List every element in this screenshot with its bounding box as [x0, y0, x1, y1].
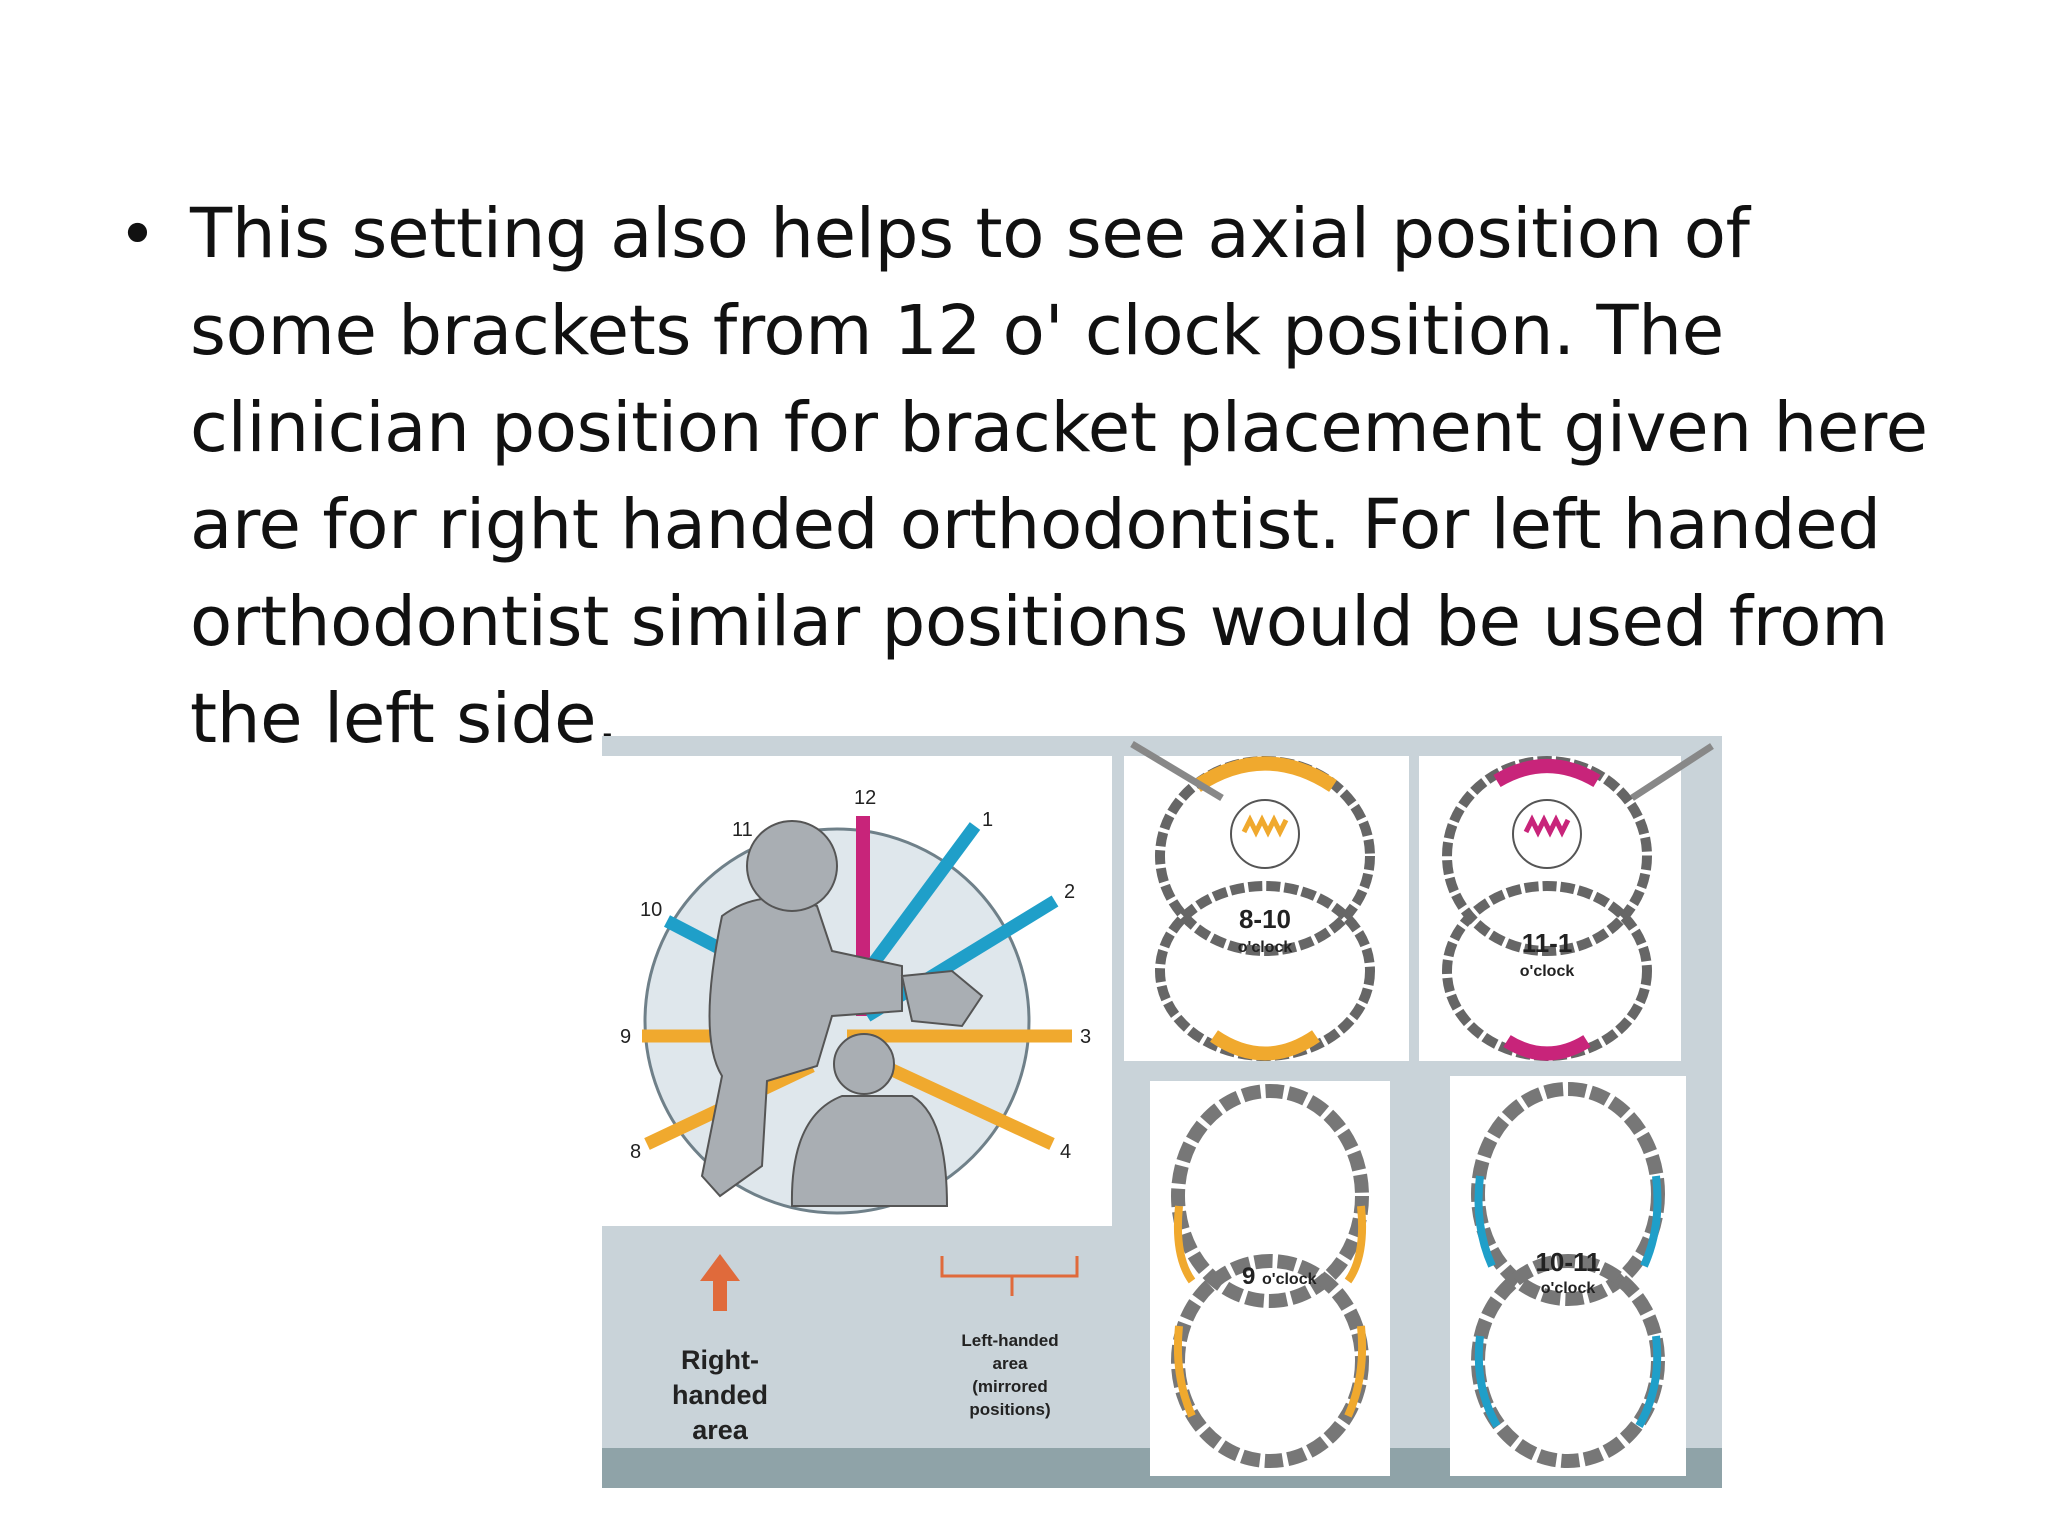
instrument-left: [1130, 740, 1224, 802]
bullet-marker: •: [118, 196, 157, 273]
clock-number-12: 12: [854, 787, 876, 809]
bar-1: [858, 822, 981, 980]
bullet-text: This setting also helps to see axial pos…: [190, 194, 1928, 759]
panel-8-10-time: 8-10: [1239, 904, 1291, 934]
clock-number-2: 2: [1064, 881, 1075, 903]
clock-number-9: 9: [620, 1026, 631, 1048]
bullet-item: • This setting also helps to see axial p…: [118, 186, 1938, 768]
orthodontic-positions-figure: 12 1 2 3 4 8 9 10 11: [602, 736, 1722, 1488]
clock-number-8: 8: [630, 1141, 641, 1163]
panel-10-11-unit: o'clock: [1541, 1280, 1596, 1297]
left-handed-label-line2: area: [993, 1354, 1029, 1373]
clock-number-1: 1: [982, 809, 993, 831]
left-handed-bracket: [940, 1256, 1079, 1296]
left-handed-label-line1: Left-handed: [961, 1331, 1058, 1350]
right-handed-label-line2: handed: [672, 1380, 768, 1410]
upper-arch-11-1: [1442, 756, 1652, 1061]
panel-8-10-unit: o'clock: [1238, 939, 1293, 956]
clock-number-10: 10: [640, 899, 662, 921]
arch-10-11: [1471, 1082, 1665, 1468]
clock-number-11: 11: [732, 819, 753, 841]
clock-number-3: 3: [1080, 1026, 1091, 1048]
patient-figure: [790, 1033, 949, 1207]
panel-11-1-time: 11-1: [1522, 928, 1573, 958]
panel-9-unit: o'clock: [1262, 1271, 1317, 1288]
panel-11-1-unit: o'clock: [1520, 963, 1575, 980]
panel-9-time: 9: [1242, 1263, 1255, 1290]
left-handed-label-line3: (mirrored: [972, 1377, 1048, 1396]
clinician-figure: [700, 820, 984, 1198]
panel-10-11-time: 10-11: [1535, 1247, 1600, 1277]
right-handed-label-line1: Right-: [681, 1345, 759, 1375]
right-handed-label-line3: area: [692, 1415, 749, 1445]
clock-number-4: 4: [1060, 1141, 1071, 1163]
left-handed-label-line4: positions): [969, 1400, 1050, 1419]
instrument-right: [1630, 743, 1714, 801]
upper-arch-8-10: [1155, 756, 1375, 1061]
right-handed-arrow-icon: [700, 1254, 740, 1311]
arch-9: [1171, 1084, 1369, 1468]
figure-svg: 12 1 2 3 4 8 9 10 11: [602, 736, 1722, 1488]
